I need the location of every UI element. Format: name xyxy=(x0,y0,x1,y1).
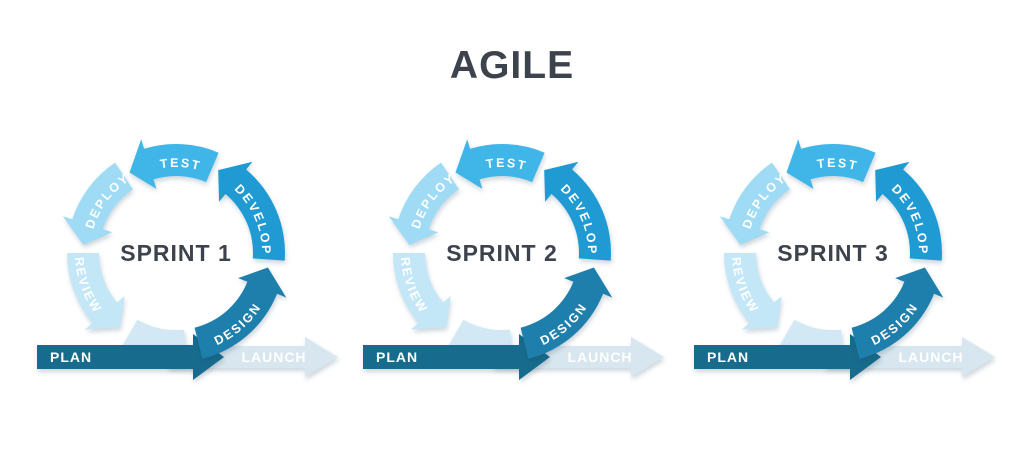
plan-label: PLAN xyxy=(50,349,92,365)
launch-label: LAUNCH xyxy=(241,349,306,365)
plan-label: PLAN xyxy=(376,349,418,365)
plan-arrow xyxy=(694,334,881,380)
phase-arrow-review xyxy=(67,253,125,330)
sprint-title: SPRINT 1 xyxy=(120,240,232,266)
phase-arrow-deploy xyxy=(62,162,133,245)
phase-arrow-develop xyxy=(218,161,285,261)
phase-arrow-review xyxy=(393,253,451,330)
phase-arrow-review xyxy=(724,253,782,330)
phase-arrow-deploy xyxy=(388,162,459,245)
phase-arrow-develop xyxy=(544,161,611,261)
phase-arrow-test xyxy=(786,139,876,189)
plan-label: PLAN xyxy=(707,349,749,365)
phase-arrow-design xyxy=(520,267,613,359)
sprint-title: SPRINT 3 xyxy=(777,240,889,266)
phase-arrow-deploy xyxy=(719,162,790,245)
phase-arrow-test xyxy=(455,139,545,189)
page-title: AGILE xyxy=(449,44,575,87)
sprint-title: SPRINT 2 xyxy=(446,240,558,266)
launch-label: LAUNCH xyxy=(898,349,963,365)
launch-label: LAUNCH xyxy=(567,349,632,365)
phase-arrow-develop xyxy=(875,161,942,261)
phase-arrow-design xyxy=(194,267,287,359)
phase-arrow-design xyxy=(851,267,944,359)
plan-arrow xyxy=(363,334,550,380)
plan-arrow xyxy=(37,334,224,380)
phase-arrow-test xyxy=(129,139,219,189)
